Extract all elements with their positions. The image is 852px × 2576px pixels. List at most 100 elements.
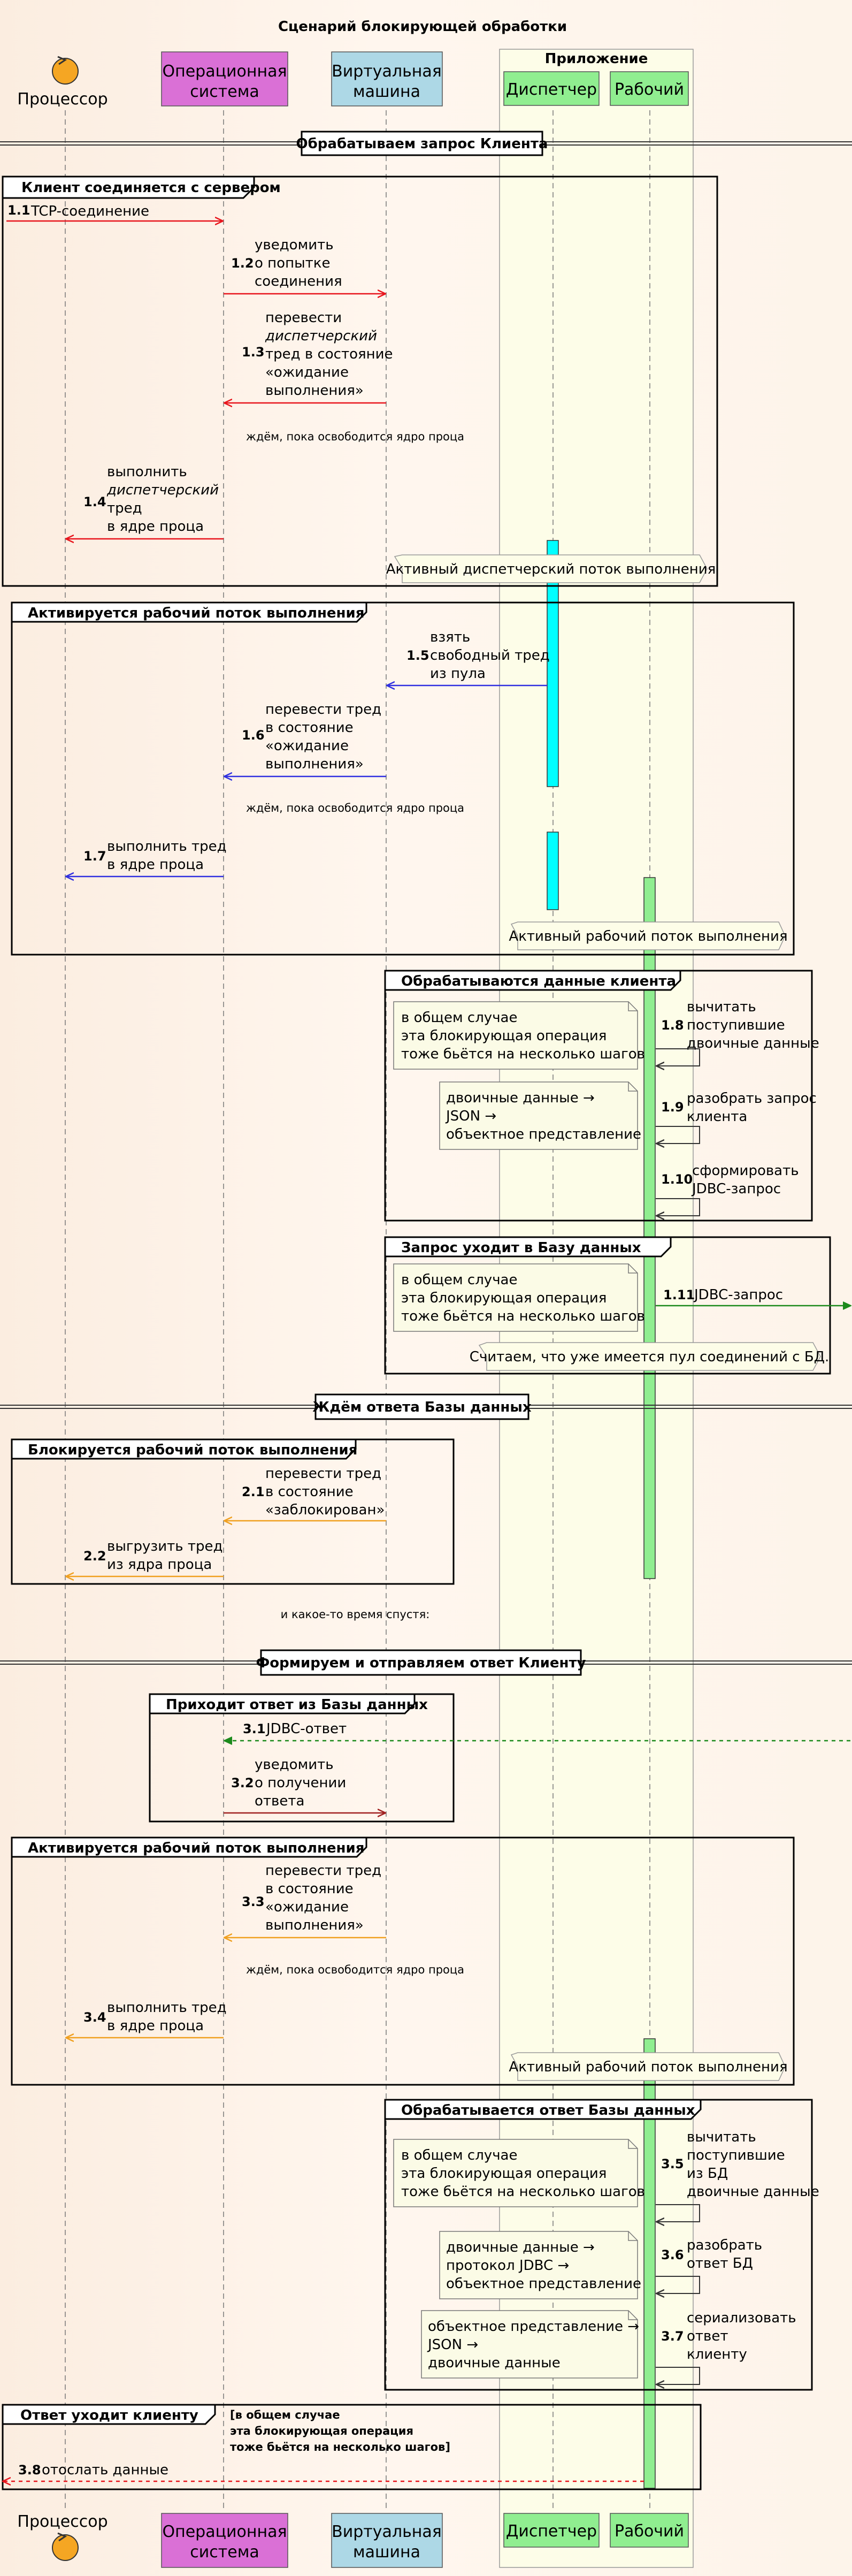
svg-text:объектное представление: объектное представление: [446, 1126, 641, 1142]
svg-text:Активный рабочий поток выполне: Активный рабочий поток выполнения: [509, 928, 787, 944]
state-active-worker: Активный рабочий поток выполнения: [509, 2052, 788, 2081]
svg-text:тоже бьётся на несколько шагов: тоже бьётся на несколько шагов: [401, 2184, 645, 2200]
message-1-10: 1.10 сформировать JDBC-запрос: [656, 1163, 799, 1216]
divider-wait-database: Ждём ответа Базы данных: [0, 1393, 852, 1420]
svg-text:Формируем и отправляем ответ К: Формируем и отправляем ответ Клиенту: [256, 1655, 586, 1671]
svg-text:Диспетчер: Диспетчер: [506, 80, 597, 99]
participants-top: Процессор Операционная система Виртуальн…: [17, 51, 689, 109]
svg-text:в ядре проца: в ядре проца: [107, 857, 204, 873]
svg-text:система: система: [190, 82, 259, 101]
svg-text:отослать данные: отослать данные: [42, 2462, 168, 2478]
svg-text:диспетчерский: диспетчерский: [106, 482, 219, 498]
svg-text:«ожидание: «ожидание: [265, 364, 349, 380]
svg-text:тоже бьётся на несколько шагов: тоже бьётся на несколько шагов: [401, 1046, 645, 1062]
svg-text:сформировать: сформировать: [692, 1163, 799, 1179]
group-client-data-processed: Обрабатываются данные клиента: [384, 970, 813, 1222]
group-worker-activated: Активируется рабочий поток выполнения: [11, 601, 795, 956]
svg-text:1.11: 1.11: [663, 1287, 695, 1302]
svg-text:JDBC-ответ: JDBC-ответ: [265, 1721, 347, 1737]
svg-text:тред: тред: [107, 500, 142, 516]
svg-text:1.8: 1.8: [661, 1018, 684, 1033]
message-1-1: 1.1 TCP-соединение: [6, 203, 222, 221]
svg-text:выполнения»: выполнения»: [265, 383, 364, 399]
svg-text:диспетчерский: диспетчерский: [265, 328, 377, 344]
group-query-to-database: Запрос уходит в Базу данных: [384, 1236, 831, 1375]
svg-text:JSON →: JSON →: [427, 2337, 478, 2353]
svg-text:Рабочий: Рабочий: [615, 2522, 684, 2541]
svg-text:ответ: ответ: [687, 2328, 728, 2344]
svg-text:эта блокирующая операция: эта блокирующая операция: [401, 2166, 607, 2182]
message-3-8: 3.8 отослать данные: [3, 2462, 644, 2481]
svg-text:уведомить: уведомить: [255, 237, 334, 253]
svg-text:разобрать запрос: разобрать запрос: [687, 1091, 817, 1107]
svg-text:1.2: 1.2: [231, 256, 254, 271]
svg-text:перевести тред: перевести тред: [265, 1863, 381, 1879]
worker-participant: Рабочий: [610, 71, 689, 106]
svg-text:в ядре проца: в ядре проца: [107, 519, 204, 535]
svg-text:3.3: 3.3: [242, 1894, 265, 1909]
state-active-dispatcher: Активный диспетчерский поток выполнения: [386, 554, 716, 583]
svg-text:из ядра проца: из ядра проца: [107, 1557, 212, 1573]
message-2-1: 2.1 перевести тред в состояние «заблокир…: [225, 1466, 386, 1521]
svg-text:Клиент соединяется с сервером: Клиент соединяется с сервером: [21, 180, 281, 196]
svg-text:3.4: 3.4: [83, 2010, 106, 2025]
svg-text:выгрузить тред: выгрузить тред: [107, 1538, 222, 1554]
message-1-9: 1.9 разобрать запрос клиента: [656, 1091, 817, 1144]
svg-text:взять: взять: [430, 629, 470, 645]
svg-text:«ожидание: «ожидание: [265, 1899, 349, 1915]
svg-text:клиенту: клиенту: [687, 2346, 747, 2362]
svg-text:в общем случае: в общем случае: [401, 2147, 517, 2163]
svg-text:Запрос уходит в Базу данных: Запрос уходит в Базу данных: [401, 1240, 641, 1256]
svg-text:клиента: клиента: [687, 1109, 747, 1125]
svg-text:о получении: о получении: [255, 1775, 346, 1791]
svg-text:Считаем, что уже имеется пул с: Считаем, что уже имеется пул соединений …: [470, 1349, 830, 1365]
note-json-parse: двоичные данные → JSON → объектное предс…: [439, 1081, 641, 1150]
message-1-11: 1.11 JDBC-запрос: [656, 1287, 850, 1306]
svg-text:Блокируется рабочий поток выпо: Блокируется рабочий поток выполнения: [28, 1442, 357, 1458]
message-3-3: 3.3 перевести тред в состояние «ожидание…: [225, 1863, 386, 1938]
message-1-7: 1.7 выполнить тред в ядре проца: [66, 839, 227, 877]
participants-bottom: Процессор Операционная система Виртуальн…: [17, 2512, 689, 2568]
svg-text:1.7: 1.7: [83, 849, 106, 864]
group-response-to-client: Ответ уходит клиенту [в общем случае эта…: [2, 2404, 702, 2490]
dispatcher-activation: [547, 832, 559, 910]
message-2-2: 2.2 выгрузить тред из ядра проца: [66, 1538, 224, 1576]
message-3-6: 3.6 разобрать ответ БД: [656, 2237, 762, 2293]
svg-text:разобрать: разобрать: [687, 2237, 762, 2253]
vm-participant: Виртуальная машина: [331, 51, 443, 106]
svg-text:3.6: 3.6: [661, 2247, 684, 2262]
message-1-3: 1.3 перевести диспетчерский тред в состо…: [225, 310, 393, 403]
svg-text:сериализовать: сериализовать: [687, 2310, 796, 2326]
svg-text:JDBC-запрос: JDBC-запрос: [693, 1287, 783, 1303]
svg-text:3.1: 3.1: [243, 1721, 266, 1736]
svg-text:ответа: ответа: [255, 1793, 304, 1809]
svg-text:3.7: 3.7: [661, 2329, 684, 2344]
group-worker-activated-again: Активируется рабочий поток выполнения: [11, 1836, 795, 2086]
dispatcher-participant-bottom: Диспетчер: [503, 2513, 600, 2548]
svg-text:свободный тред: свободный тред: [430, 647, 550, 664]
svg-text:соединения: соединения: [255, 273, 342, 289]
svg-text:машина: машина: [353, 2543, 420, 2562]
svg-text:вычитать: вычитать: [687, 999, 756, 1015]
time-passes-label: и какое-то время спустя:: [281, 1608, 430, 1621]
svg-text:эта блокирующая операция: эта блокирующая операция: [401, 1028, 607, 1044]
cpu-participant-bottom: Процессор: [17, 2512, 108, 2561]
message-3-7: 3.7 сериализовать ответ клиенту: [656, 2310, 796, 2384]
svg-text:1.3: 1.3: [242, 345, 265, 360]
cpu-label: Процессор: [17, 90, 108, 109]
svg-text:поступившие: поступившие: [687, 1017, 785, 1033]
svg-text:эта блокирующая операция: эта блокирующая операция: [401, 1290, 607, 1306]
svg-text:вычитать: вычитать: [687, 2129, 756, 2145]
worker-activation: [643, 877, 656, 1579]
wait-core-label: ждём, пока освободится ядро проца: [246, 1963, 464, 1976]
message-1-4: 1.4 выполнить диспетчерский тред в ядре …: [66, 464, 224, 539]
svg-text:Операционная: Операционная: [162, 62, 287, 81]
svg-text:Обрабатываем запрос Клиента: Обрабатываем запрос Клиента: [296, 136, 548, 152]
svg-text:тред в состояние: тред в состояние: [265, 346, 393, 362]
message-3-4: 3.4 выполнить тред в ядре проца: [66, 2000, 227, 2038]
svg-text:Активируется рабочий поток вып: Активируется рабочий поток выполнения: [28, 1840, 364, 1856]
worker-activation: [643, 2038, 656, 2489]
svg-text:Активный рабочий поток выполне: Активный рабочий поток выполнения: [509, 2059, 787, 2075]
cpu-icon: [52, 2534, 79, 2561]
svg-text:[в общем случае: [в общем случае: [230, 2409, 340, 2421]
